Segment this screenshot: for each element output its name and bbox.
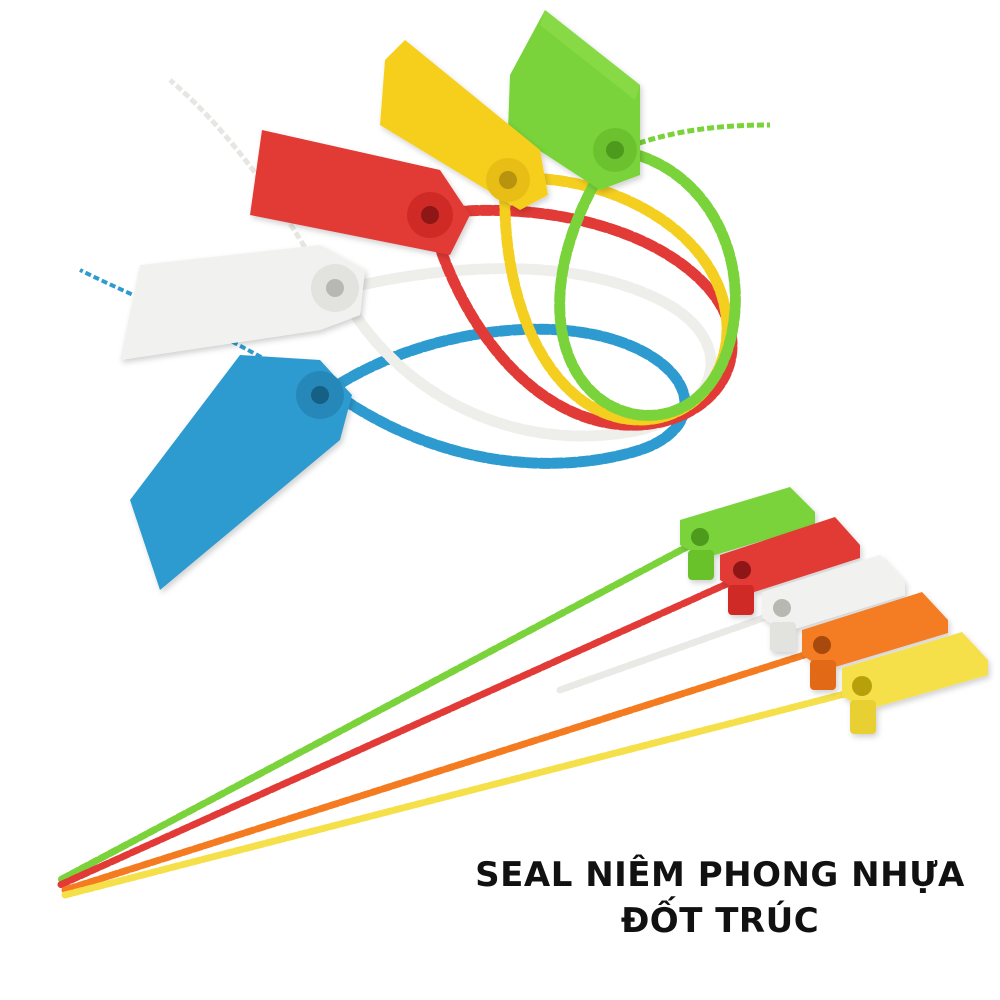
white-seal-strand <box>556 608 784 694</box>
yellow-straight-tag <box>842 632 988 734</box>
green-straight-tag <box>680 487 815 580</box>
white-straight-tag <box>762 555 905 652</box>
green-seal-strand <box>56 536 704 884</box>
looped-seals-group <box>79 10 771 590</box>
red-straight-tag <box>720 517 860 615</box>
caption-line-2: ĐỐT TRÚC <box>620 901 820 941</box>
green-seal-tail <box>619 122 771 153</box>
product-caption: SEAL NIÊM PHONG NHỰA ĐỐT TRÚC <box>440 852 1000 944</box>
blue-seal-tag <box>130 355 352 590</box>
orange-straight-tag <box>802 592 948 690</box>
red-seal-tag <box>250 130 470 255</box>
red-seal-strand <box>56 574 744 889</box>
straight-seals-group <box>56 487 988 899</box>
blue-seal-tail <box>79 268 302 382</box>
green-seal-tag <box>508 10 640 190</box>
caption-line-1: SEAL NIÊM PHONG NHỰA <box>475 855 965 895</box>
orange-seal-strand <box>61 646 824 894</box>
white-seal-tag <box>120 245 365 360</box>
yellow-seal-strand <box>61 686 864 899</box>
yellow-seal-tag <box>380 40 548 210</box>
green-seal-loop <box>554 144 741 421</box>
